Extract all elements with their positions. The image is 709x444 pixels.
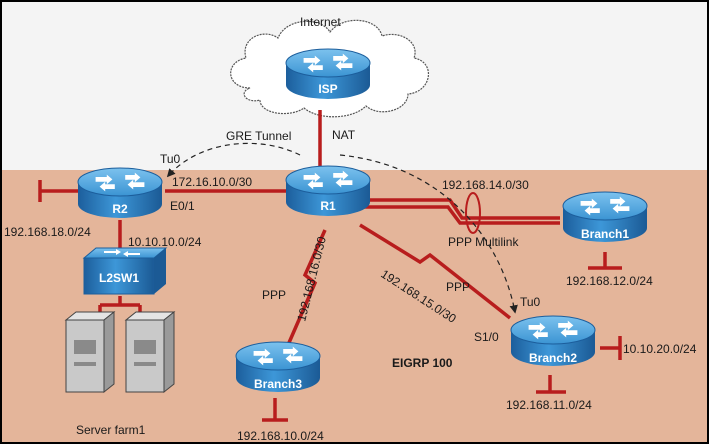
router-branch3: Branch3 — [235, 341, 321, 393]
r1-branch2-link — [359, 223, 512, 320]
r1-r2-network-label: 172.16.10.0/30 — [172, 175, 252, 189]
branch3-ppp-label: PPP — [262, 288, 286, 302]
server-icon — [64, 310, 116, 394]
multilink-bundle-icon — [465, 192, 481, 234]
router-branch2: Branch2 — [510, 315, 596, 367]
nat-label: NAT — [332, 128, 356, 142]
r2-switch-network-label: 10.10.10.0/24 — [128, 235, 202, 249]
ppp-multilink-label: PPP Multilink — [448, 235, 519, 249]
router-isp: ISP — [285, 48, 371, 100]
r2-lan-label: 192.168.18.0/24 — [4, 225, 91, 239]
r2-tunnel-interface-label: Tu0 — [160, 152, 181, 166]
branch2-label: Branch2 — [529, 351, 577, 365]
branch1-label: Branch1 — [581, 227, 629, 241]
server-farm-label: Server farm1 — [76, 423, 146, 437]
r1-branch1-network-label: 192.168.14.0/30 — [442, 178, 529, 192]
r1-label: R1 — [320, 199, 336, 213]
server-icon — [124, 310, 176, 394]
gre-tunnel-label: GRE Tunnel — [226, 129, 291, 143]
branch2-lan1-label: 10.10.20.0/24 — [623, 342, 697, 356]
gre-tunnel-arrow-branch2 — [339, 154, 518, 314]
eigrp-label: EIGRP 100 — [392, 356, 453, 370]
r1-branch1-link-b — [362, 205, 560, 225]
router-r1: R1 — [285, 165, 371, 217]
r1-branch3-link — [286, 229, 327, 346]
branch2-lan2-label: 192.168.11.0/24 — [506, 398, 592, 412]
gre-tunnel-arrow-r2 — [166, 142, 301, 178]
router-r2: R2 — [77, 167, 163, 219]
switch-l2sw1: L2SW1 — [82, 247, 168, 295]
branch3-lan-label: 192.168.10.0/24 — [237, 429, 324, 443]
l2sw1-label: L2SW1 — [99, 271, 139, 285]
branch2-ppp-label: PPP — [446, 280, 470, 294]
internet-label: Internet — [300, 15, 341, 29]
branch2-serial-interface-label: S1/0 — [474, 330, 499, 344]
branch1-lan-label: 192.168.12.0/24 — [566, 274, 653, 288]
branch3-label: Branch3 — [254, 377, 302, 391]
branch2-tunnel-interface-label: Tu0 — [520, 295, 541, 309]
r2-label: R2 — [112, 202, 128, 216]
r2-interface-label: E0/1 — [170, 199, 195, 213]
isp-label: ISP — [318, 82, 337, 96]
router-branch1: Branch1 — [562, 191, 648, 243]
r1-branch1-link-a — [362, 198, 560, 220]
